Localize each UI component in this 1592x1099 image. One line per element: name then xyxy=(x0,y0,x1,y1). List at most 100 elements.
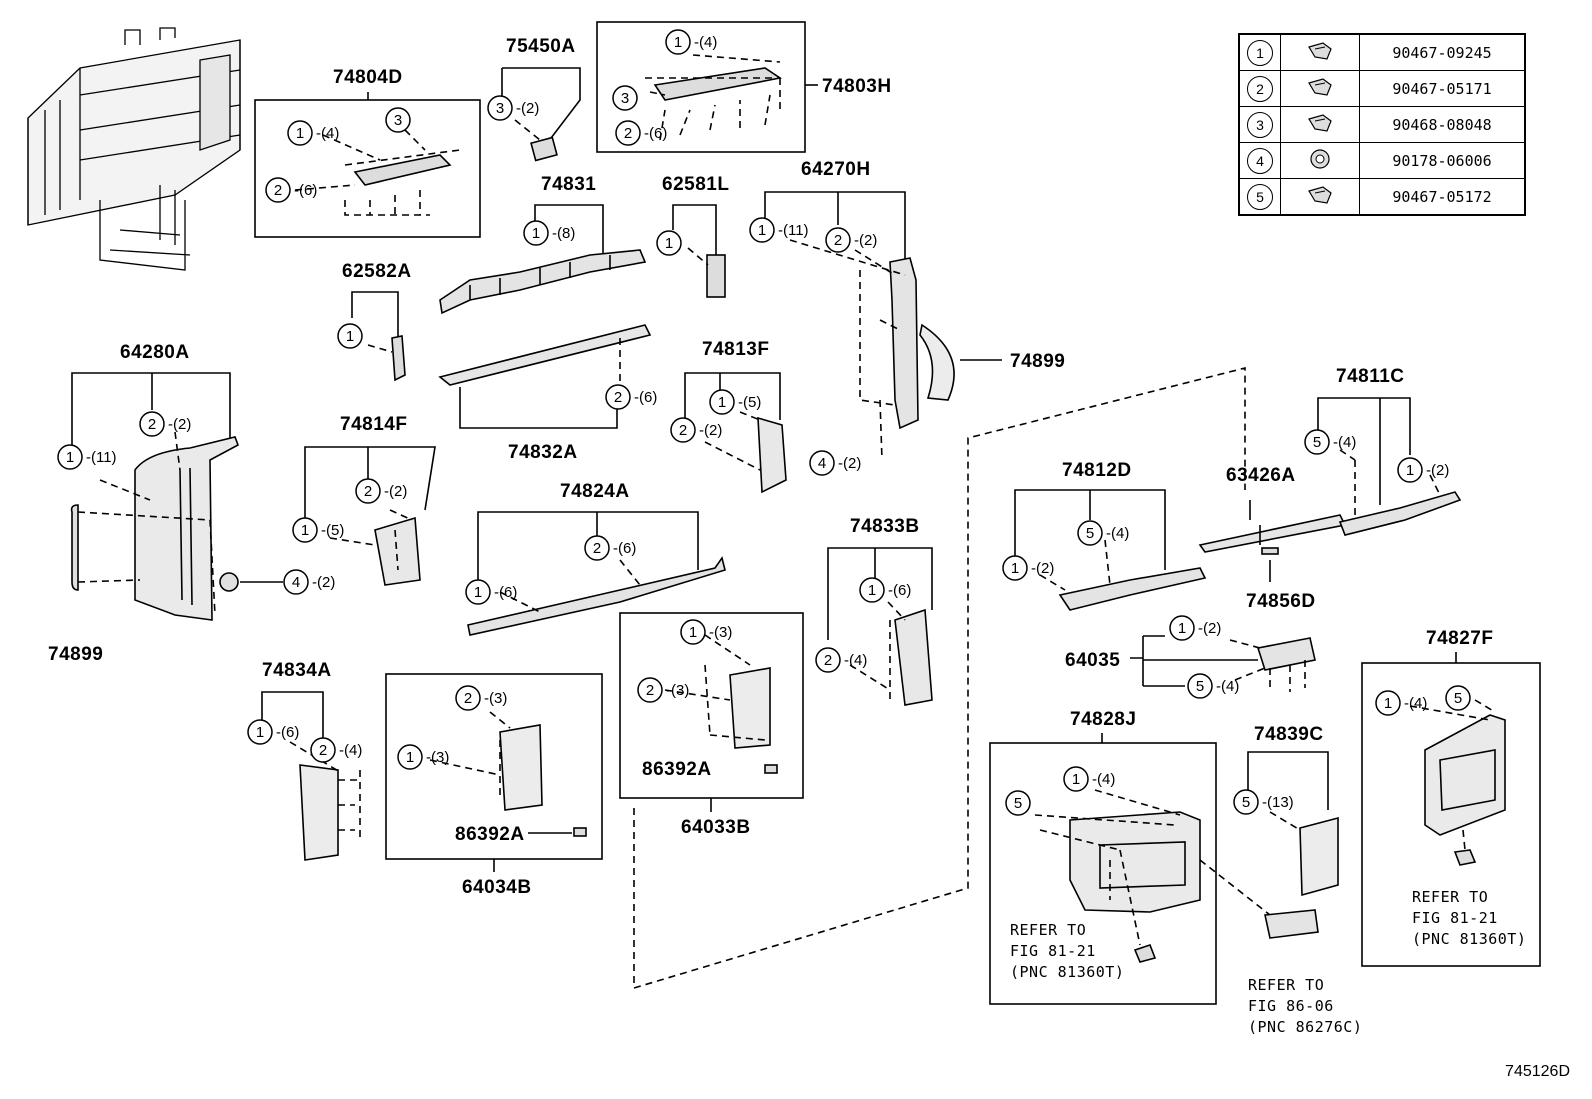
callout-quantity: -(3) xyxy=(426,749,449,766)
legend-part-number: 90178-06006 xyxy=(1359,142,1526,179)
callout-number: 1 xyxy=(256,724,264,741)
callout-quantity: -(2) xyxy=(516,100,539,117)
legend-row: 4 90178-06006 xyxy=(1238,142,1526,179)
legend-index: 5 xyxy=(1247,183,1273,210)
label-86392A-right: 86392A xyxy=(642,759,712,780)
callout-number: 1 xyxy=(296,125,304,142)
callout-number: 1 xyxy=(1011,560,1019,577)
callout-number: 2 xyxy=(148,416,156,433)
callout-number: 2 xyxy=(319,742,327,759)
legend-part-number: 90467-05172 xyxy=(1359,178,1526,216)
frame-illustration xyxy=(27,27,241,271)
callout-circle xyxy=(139,411,165,437)
box-74827F xyxy=(1361,662,1541,967)
callout-quantity: -(6) xyxy=(494,584,517,601)
callout-circle xyxy=(605,384,631,410)
label-74813F: 74813F xyxy=(702,339,769,360)
callout-quantity: -(2) xyxy=(168,416,191,433)
callout-quantity: -(6) xyxy=(276,724,299,741)
callout-number: 2 xyxy=(646,682,654,699)
callout-number: 1 xyxy=(665,235,673,252)
legend-index: 1 xyxy=(1247,39,1273,66)
callout-circle xyxy=(1375,690,1401,716)
clip-icon xyxy=(1280,70,1360,107)
legend-index: 2 xyxy=(1247,75,1273,102)
label-74811C: 74811C xyxy=(1336,366,1405,387)
callout-circle xyxy=(749,217,775,243)
callout-number: 4 xyxy=(292,574,300,591)
refer-note-b-line3: (PNC 86276C) xyxy=(1248,1018,1362,1036)
legend-part-number: 90467-05171 xyxy=(1359,70,1526,107)
callout-circle xyxy=(1233,789,1259,815)
callout-number: 2 xyxy=(464,690,472,707)
callout-number: 5 xyxy=(1196,678,1204,695)
label-74804D: 74804D xyxy=(333,67,403,88)
callout-circle xyxy=(1397,457,1423,483)
label-64034B: 64034B xyxy=(462,877,532,898)
label-74833B: 74833B xyxy=(850,516,920,537)
callout-quantity: -(2) xyxy=(1426,462,1449,479)
refer-note-c-line1: REFER TO xyxy=(1412,888,1488,906)
callout-circle xyxy=(825,227,851,253)
label-74812D: 74812D xyxy=(1062,460,1132,481)
clip-icon xyxy=(1280,106,1360,143)
callout-quantity: -(2) xyxy=(1198,620,1221,637)
legend-row: 5 90467-05172 xyxy=(1238,178,1526,216)
callout-number: 5 xyxy=(1242,794,1250,811)
callout-circle xyxy=(615,120,641,146)
callout-quantity: -(4) xyxy=(694,34,717,51)
callout-quantity: -(4) xyxy=(1333,434,1356,451)
callout-quantity: -(6) xyxy=(294,182,317,199)
legend-index: 4 xyxy=(1247,147,1273,174)
refer-note-b-line1: REFER TO xyxy=(1248,976,1324,994)
callout-number: 2 xyxy=(614,389,622,406)
label-74828J: 74828J xyxy=(1070,709,1136,730)
callout-circle xyxy=(292,517,318,543)
callout-number: 1 xyxy=(868,582,876,599)
label-74827F: 74827F xyxy=(1426,628,1493,649)
callout-number: 2 xyxy=(593,540,601,557)
callout-quantity: -(5) xyxy=(321,522,344,539)
callout-quantity: -(6) xyxy=(888,582,911,599)
legend-row: 2 90467-05171 xyxy=(1238,70,1526,107)
callout-circle xyxy=(523,220,549,246)
callout-circle xyxy=(287,120,313,146)
label-64035: 64035 xyxy=(1065,650,1120,671)
label-74899-right: 74899 xyxy=(1010,351,1065,372)
label-74839C: 74839C xyxy=(1254,724,1324,745)
callout-quantity: -(2) xyxy=(699,422,722,439)
callout-circle xyxy=(584,535,610,561)
label-64033B: 64033B xyxy=(681,817,751,838)
callout-number: 1 xyxy=(301,522,309,539)
callout-quantity: -(4) xyxy=(1106,525,1129,542)
callout-quantity: -(13) xyxy=(1262,794,1294,811)
callout-circle xyxy=(455,685,481,711)
callout-circle xyxy=(815,647,841,673)
callout-number: 1 xyxy=(718,394,726,411)
callout-circle xyxy=(487,95,513,121)
callout-circle xyxy=(1304,429,1330,455)
callout-number: 4 xyxy=(818,455,826,472)
label-74832A: 74832A xyxy=(508,442,578,463)
callout-circle xyxy=(465,579,491,605)
refer-note-a-line1: REFER TO xyxy=(1010,921,1086,939)
callout-circle xyxy=(1002,555,1028,581)
callout-quantity: -(2) xyxy=(854,232,877,249)
callout-number: 1 xyxy=(689,624,697,641)
callout-number: 5 xyxy=(1086,525,1094,542)
refer-note-c-line3: (PNC 81360T) xyxy=(1412,930,1526,948)
callout-circle xyxy=(1169,615,1195,641)
callout-circle xyxy=(265,177,291,203)
callout-number: 1 xyxy=(1178,620,1186,637)
clip-icon xyxy=(1280,33,1360,71)
label-64280A: 64280A xyxy=(120,342,190,363)
callout-number: 2 xyxy=(274,182,282,199)
callout-number: 5 xyxy=(1454,690,1462,707)
callout-number: 1 xyxy=(674,34,682,51)
callout-quantity: -(2) xyxy=(838,455,861,472)
callout-quantity: -(4) xyxy=(1404,695,1427,712)
callout-circle xyxy=(709,389,735,415)
